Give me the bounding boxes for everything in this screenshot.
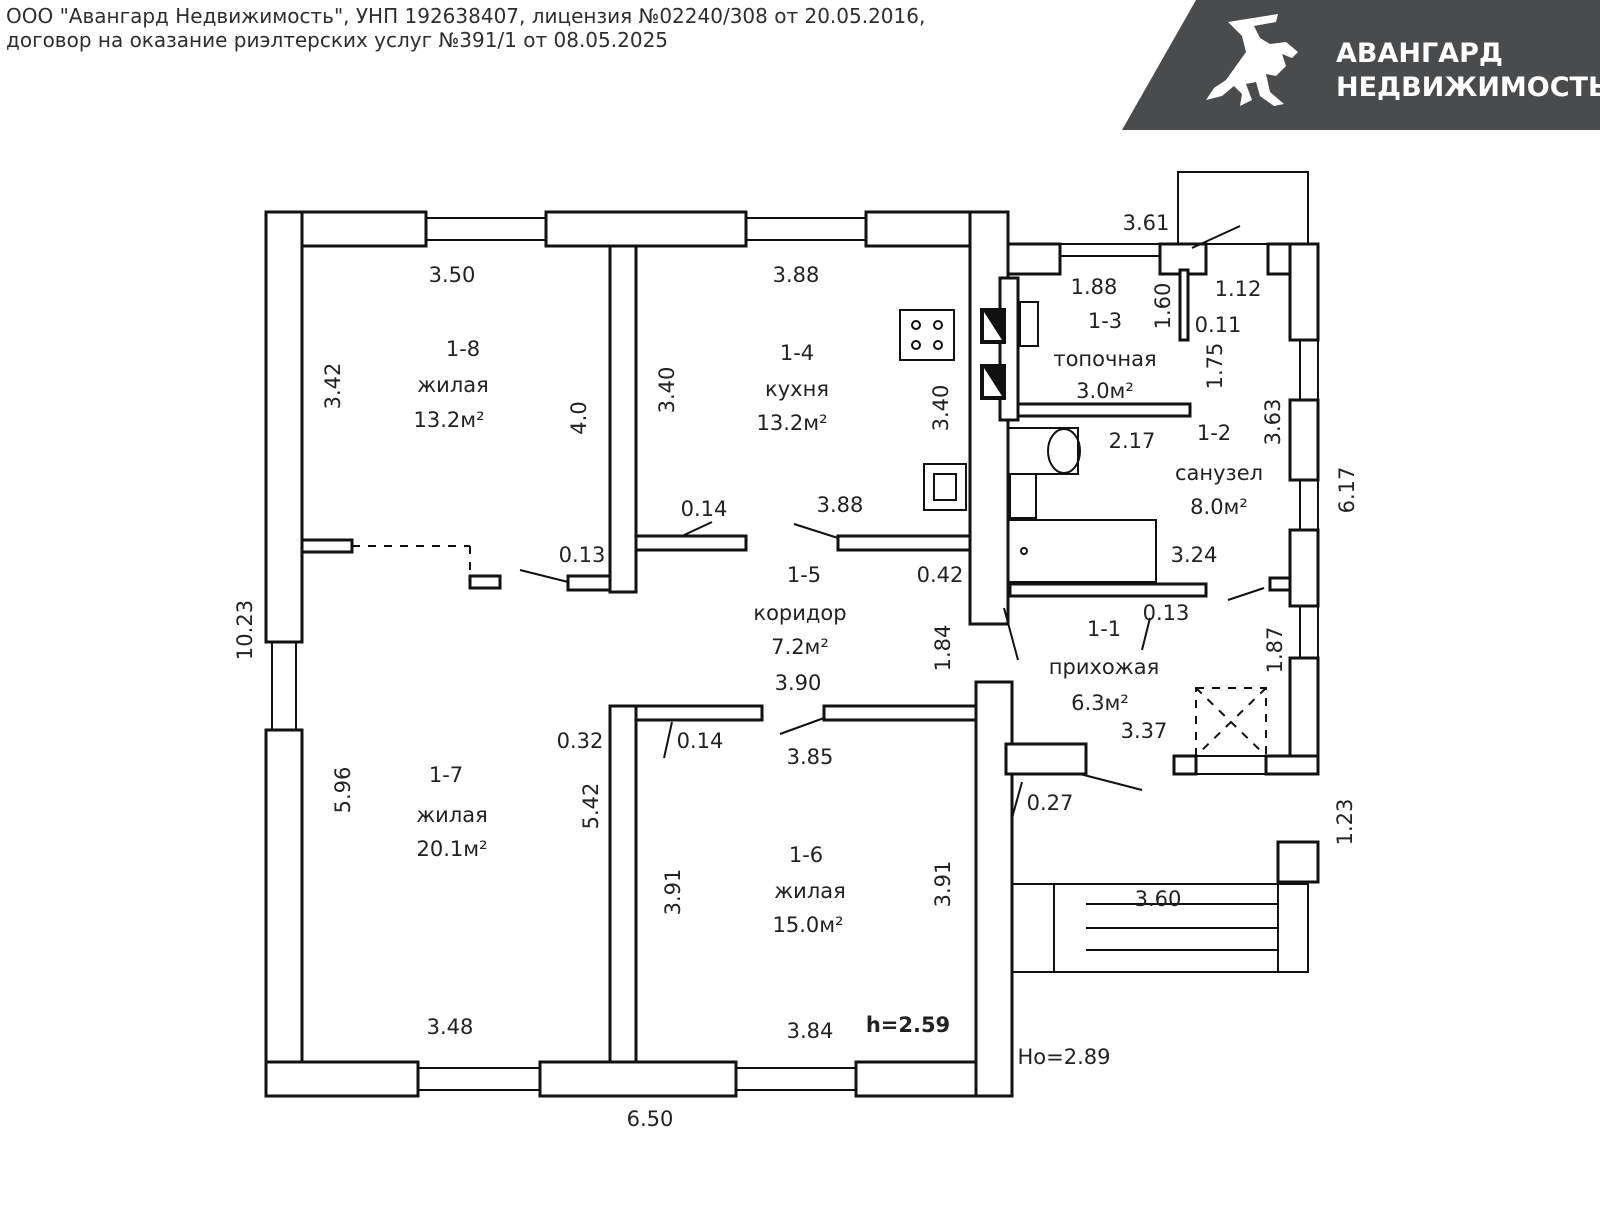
porch	[1011, 883, 1309, 973]
knight-horse-icon	[1206, 14, 1298, 106]
dim-label: 3.84	[787, 1019, 834, 1043]
room-1-2-label: 1-2 санузел 8.0м²	[1175, 421, 1263, 519]
room-number: 1-8	[446, 337, 480, 361]
room-area: 3.0м²	[1076, 379, 1134, 403]
room-area: 20.1м²	[416, 837, 487, 861]
room-1-4-label: 1-4 кухня 13.2м²	[756, 341, 828, 435]
interior-walls	[300, 244, 1292, 1064]
room-area: 6.3м²	[1071, 691, 1129, 715]
height-label: h=2.59	[866, 1013, 950, 1037]
room-number: 1-5	[787, 563, 821, 587]
dim-label: 3.88	[817, 493, 864, 517]
room-1-5-label: 1-5 коридор 7.2м²	[753, 563, 846, 659]
dim-label: 4.0	[567, 401, 591, 434]
room-number: 1-2	[1197, 421, 1231, 445]
room-type: жилая	[417, 373, 489, 397]
room-type: кухня	[765, 377, 829, 401]
room-1-6-label: 1-6 жилая 15.0м²	[772, 843, 845, 937]
dim-label: 3.42	[321, 363, 345, 410]
dim-label: 0.14	[681, 497, 728, 521]
room-number: 1-7	[429, 763, 463, 787]
dim-label: 5.96	[331, 767, 355, 814]
room-area: 8.0м²	[1190, 495, 1248, 519]
room-area: 13.2м²	[756, 411, 827, 435]
room-1-3-label: 1-3 топочная 3.0м²	[1053, 309, 1156, 403]
room-area: 13.2м²	[413, 408, 484, 432]
room-number: 1-3	[1088, 309, 1122, 333]
leader-lines	[519, 225, 1265, 819]
dim-label: 0.11	[1195, 313, 1242, 337]
room-1-7-label: 1-7 жилая 20.1м²	[416, 763, 488, 861]
stove-icon	[899, 309, 955, 361]
outer-walls	[264, 210, 1014, 1098]
dim-label: 0.42	[917, 563, 964, 587]
dim-label: 3.61	[1123, 211, 1170, 235]
dim-label: 3.63	[1261, 399, 1285, 446]
fixtures	[899, 301, 1267, 757]
dim-label: 3.40	[655, 367, 679, 414]
extension-walls	[998, 171, 1320, 884]
room-type: коридор	[753, 601, 846, 625]
license-header: ООО "Авангард Недвижимость", УНП 1926384…	[6, 4, 925, 52]
dim-label: 6.50	[627, 1107, 674, 1131]
height-label: Ho=2.89	[1018, 1045, 1111, 1069]
room-type: жилая	[774, 879, 846, 903]
dim-label: 5.42	[579, 783, 603, 830]
dim-label: 1.88	[1071, 275, 1118, 299]
dim-label: 3.91	[661, 869, 685, 916]
dim-label: 3.24	[1171, 543, 1218, 567]
dim-label: 1.12	[1215, 277, 1262, 301]
dim-label: 1.84	[931, 625, 955, 672]
dim-label: 1.23	[1333, 799, 1357, 846]
dim-label: 3.40	[929, 385, 953, 432]
dim-label: 1.75	[1203, 343, 1227, 390]
dimension-labels: 3.50 3.88 3.61 1.88 1.12 0.11 2.17 0.14 …	[427, 211, 1262, 1131]
logo-line-1: АВАНГАРД	[1336, 38, 1503, 69]
dim-label: 6.17	[1335, 467, 1359, 514]
room-type: прихожая	[1049, 655, 1159, 679]
dim-label: 3.50	[429, 263, 476, 287]
dim-label: 3.60	[1135, 887, 1182, 911]
room-type: топочная	[1053, 347, 1156, 371]
bathtub-icon	[1007, 519, 1157, 583]
dim-label: 0.27	[1027, 791, 1074, 815]
toilet-icon	[1007, 427, 1079, 475]
license-line-1: ООО "Авангард Недвижимость", УНП 1926384…	[6, 4, 926, 28]
dim-label: 0.13	[1143, 601, 1190, 625]
room-1-1-label: 1-1 прихожая 6.3м²	[1049, 617, 1159, 715]
dim-label: 3.90	[775, 671, 822, 695]
room-type: жилая	[416, 803, 488, 827]
dim-label: 3.37	[1121, 719, 1168, 743]
room-area: 7.2м²	[771, 635, 829, 659]
room-number: 1-4	[780, 341, 814, 365]
dim-label: 1.60	[1151, 283, 1175, 330]
room-number: 1-1	[1087, 617, 1121, 641]
room-type: санузел	[1175, 461, 1263, 485]
dim-label: 3.48	[427, 1015, 474, 1039]
dim-label: 0.13	[559, 543, 606, 567]
dim-label: 3.88	[773, 263, 820, 287]
dim-label: 2.17	[1109, 429, 1156, 453]
washbasin-icon	[1009, 473, 1037, 519]
logo-banner: АВАНГАРД НЕДВИЖИМОСТЬ	[1122, 0, 1600, 130]
room-number: 1-6	[789, 843, 823, 867]
dim-label: 10.23	[233, 600, 257, 660]
room-1-8-label: 1-8 жилая 13.2м²	[413, 337, 488, 432]
dimension-labels-vertical: 3.42 4.0 3.40 3.40 1.60 1.75 3.63 6.17 1…	[233, 283, 1359, 916]
dim-label: 1.87	[1263, 627, 1287, 674]
dim-label: 0.32	[557, 729, 604, 753]
wardrobe-icon	[1195, 687, 1267, 757]
logo-line-2: НЕДВИЖИМОСТЬ	[1336, 72, 1600, 103]
dim-label: 3.91	[931, 861, 955, 908]
dim-label: 3.85	[787, 745, 834, 769]
dim-label: 0.14	[677, 729, 724, 753]
sink-icon	[923, 463, 967, 511]
room-area: 15.0м²	[772, 913, 843, 937]
license-line-2: договор на оказание риэлтерских услуг №3…	[6, 28, 669, 52]
